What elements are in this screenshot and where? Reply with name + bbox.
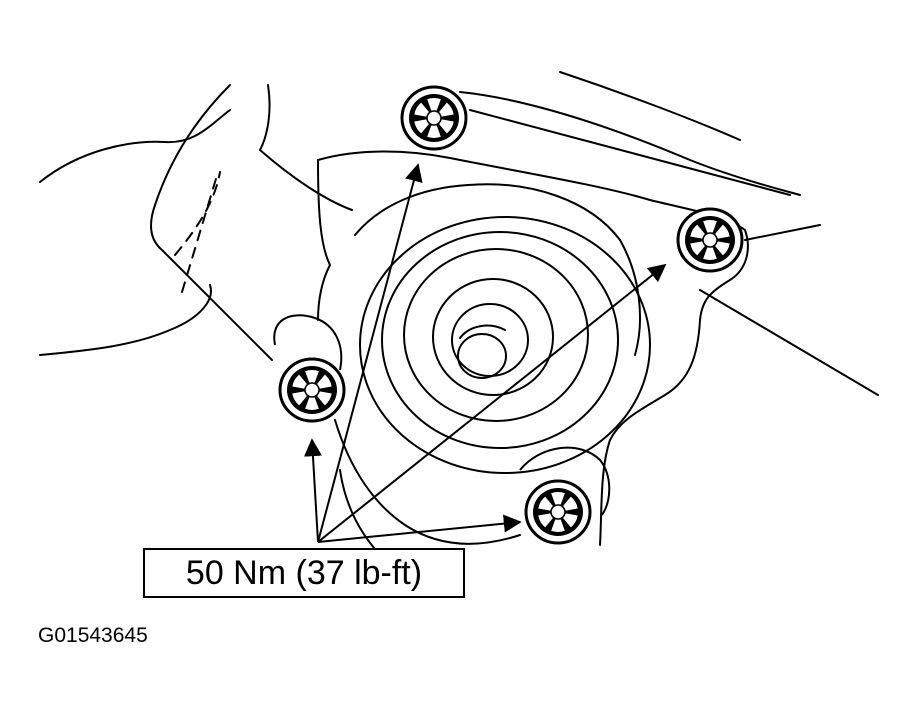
leader-arrow-4 xyxy=(317,514,522,543)
bolt-group xyxy=(278,85,744,545)
bolt-head-4 xyxy=(524,479,592,545)
figure-id: G01543645 xyxy=(38,624,148,647)
torque-callout: 50 Nm (37 lb-ft) xyxy=(143,548,465,598)
leader-arrow-2 xyxy=(317,263,667,543)
leader-arrow-3 xyxy=(303,438,322,543)
lower-boss xyxy=(273,314,611,516)
leader-lines xyxy=(303,163,667,543)
bolt-head-1 xyxy=(400,85,468,151)
engine-block-outline xyxy=(39,71,879,561)
bolt-head-3 xyxy=(278,357,346,423)
leader-arrow-1 xyxy=(317,163,423,543)
bolt-head-2 xyxy=(676,207,744,273)
